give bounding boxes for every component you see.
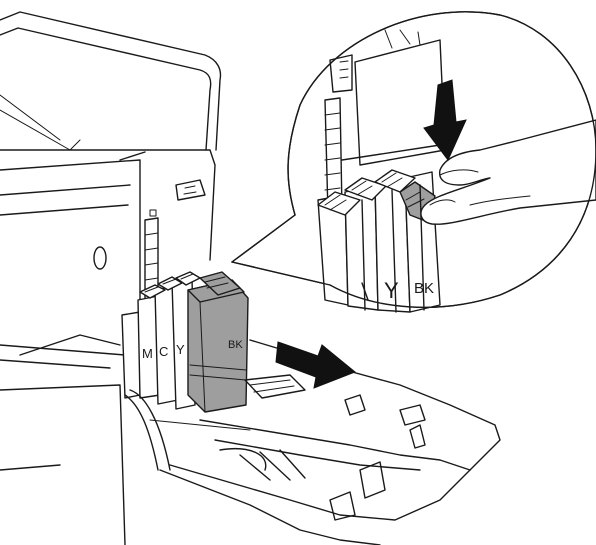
cartridge-label: BK bbox=[228, 339, 243, 351]
slot-label-yellow: Y bbox=[176, 342, 185, 357]
slot-label-cyan: C bbox=[159, 344, 168, 359]
arrow-right-icon bbox=[276, 342, 355, 388]
black-ink-cartridge: BK bbox=[188, 272, 248, 412]
zoom-callout: Y BK bbox=[232, 12, 596, 312]
zoom-label-black: BK bbox=[414, 280, 434, 297]
zoom-label-yellow: Y bbox=[384, 278, 399, 303]
slot-label-magenta: M bbox=[142, 346, 153, 361]
power-button bbox=[94, 247, 106, 269]
